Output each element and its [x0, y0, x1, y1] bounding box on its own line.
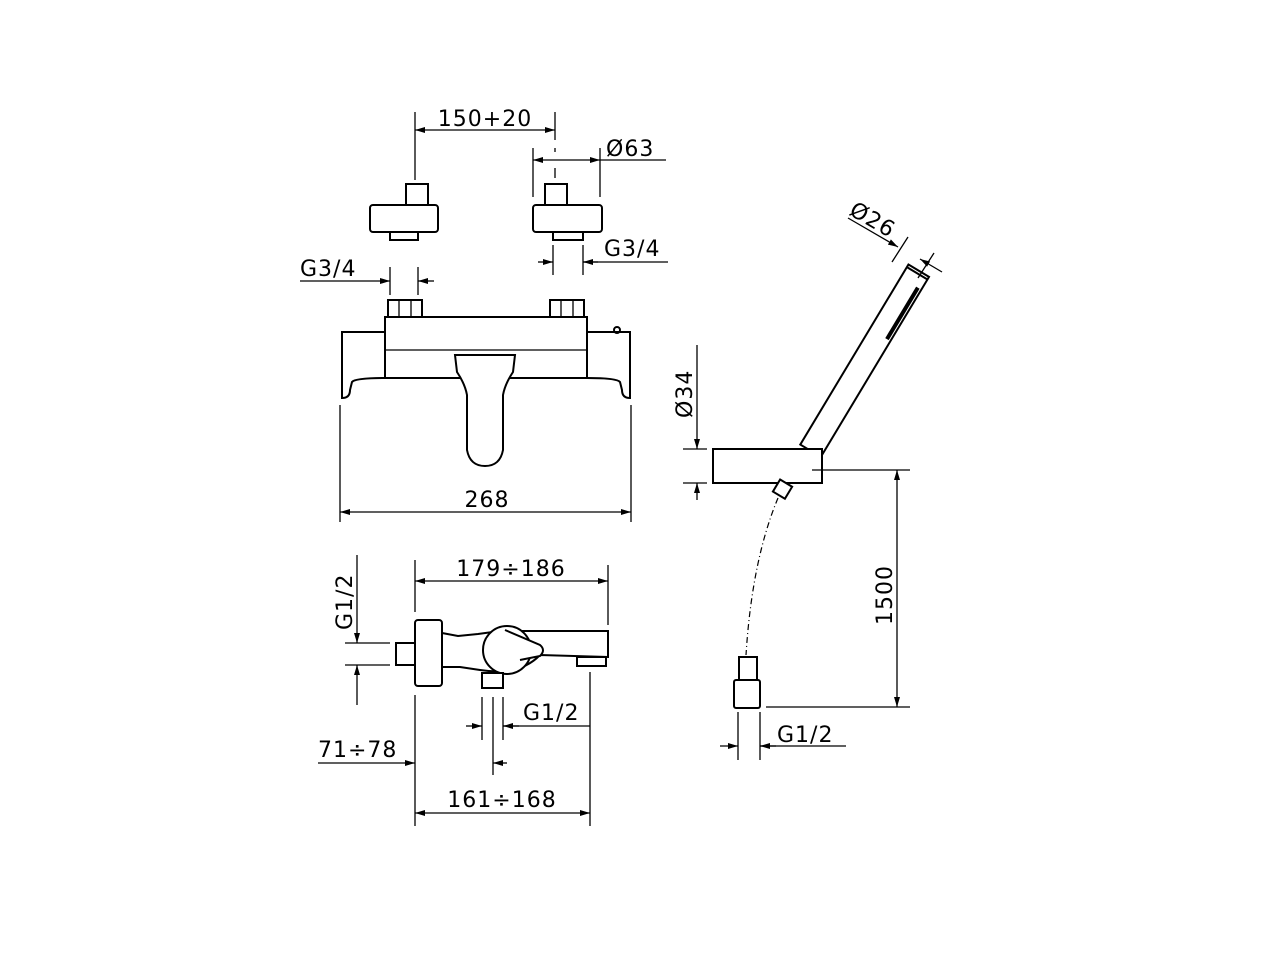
dimension-overall-width: 268 — [465, 488, 510, 513]
hose-nut — [738, 656, 758, 681]
right-flange — [532, 204, 603, 233]
side-lever — [504, 629, 544, 661]
shower-holder — [712, 448, 823, 484]
left-flange — [369, 204, 439, 233]
bottom-outlet — [481, 672, 504, 689]
side-wall-plate — [414, 619, 443, 687]
handle-button — [613, 326, 621, 334]
aerator — [576, 656, 607, 667]
dimension-projection: 179÷186 — [456, 557, 565, 582]
dimension-wall-spacing: 150+20 — [438, 107, 532, 132]
dimension-connection-right: G3/4 — [604, 237, 660, 262]
right-nut — [549, 299, 585, 318]
mixer-front-view: 268 — [339, 299, 632, 522]
handshower — [798, 263, 931, 459]
hose-fitting — [733, 679, 761, 709]
right-flange-stub — [544, 183, 568, 207]
dimension-connection-left: G3/4 — [300, 257, 356, 282]
left-flange-stub — [405, 183, 429, 207]
left-nut — [387, 299, 423, 318]
left-handle — [341, 331, 386, 400]
dimension-flange-diameter: Ø63 — [606, 137, 654, 162]
dimension-inlet-side: G1/2 — [333, 574, 358, 630]
spout — [453, 354, 517, 468]
mixer-side-view: 179÷186 G1/2 G1/2 71÷78 161÷168 — [318, 555, 609, 826]
dimension-outlet-bottom: G1/2 — [523, 701, 579, 726]
right-handle — [586, 331, 631, 400]
wall-flanges-view: 150+20 Ø63 G3/4 G3/4 — [300, 107, 668, 295]
dimension-hose-length: 1500 — [873, 565, 898, 625]
dimension-body-depth: 161÷168 — [447, 788, 556, 813]
handshower-view: Ø34 Ø26 1500 G1/2 — [673, 198, 943, 760]
holder-hose-connector — [771, 478, 794, 501]
hose — [745, 497, 779, 656]
left-flange-thread — [389, 231, 419, 241]
dimension-holder-diameter: Ø34 — [673, 370, 698, 418]
dimension-hose-connection: G1/2 — [777, 723, 833, 748]
right-flange-thread — [552, 231, 584, 241]
side-inlet-stub — [395, 642, 417, 666]
dimension-outlet-offset: 71÷78 — [318, 738, 397, 763]
dimension-handshower-diameter: Ø26 — [845, 198, 899, 244]
